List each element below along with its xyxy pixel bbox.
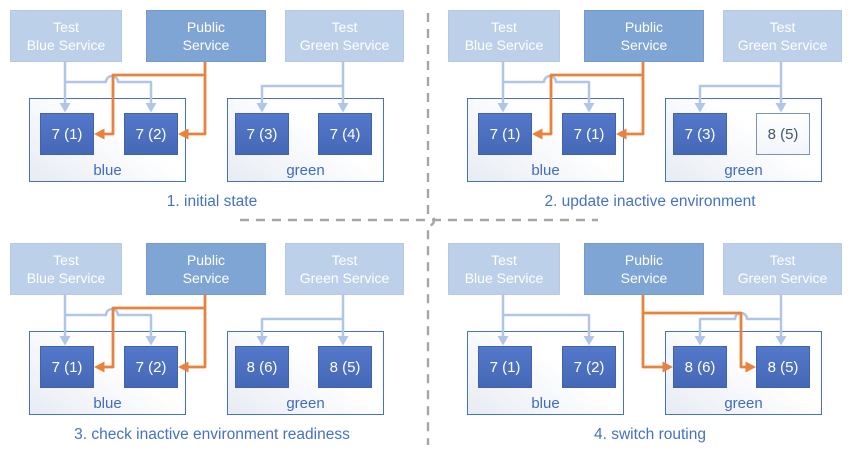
service-box-test-blue: Test Blue Service	[10, 10, 122, 62]
panel-caption: 4. switch routing	[594, 426, 706, 443]
pod: 7 (1)	[40, 346, 94, 388]
public-route-line	[188, 60, 207, 136]
service-box-test-green: Test Green Service	[285, 10, 404, 62]
service-label: Test	[331, 18, 358, 35]
service-label: Blue Service	[26, 270, 106, 286]
service-box-test-green: Test Green Service	[723, 10, 842, 62]
service-label: Public	[186, 251, 226, 268]
service-label: Test	[769, 18, 796, 35]
service-label: Green Service	[737, 270, 828, 286]
env-label-blue: blue	[93, 162, 122, 179]
public-route-line	[626, 60, 645, 136]
service-label: Test	[331, 251, 358, 268]
service-box-test-green: Test Green Service	[723, 243, 842, 295]
service-box-test-blue: Test Blue Service	[448, 10, 560, 62]
service-box-public: Public Service	[146, 243, 266, 295]
panel-update-inactive-environment: blue green Test Blue Service Public Serv…	[438, 0, 848, 223]
service-label: Service	[182, 37, 230, 53]
pod: 8 (6)	[673, 346, 727, 388]
service-label: Green Service	[299, 37, 390, 53]
service-box-public: Public Service	[584, 10, 704, 62]
service-label: Test	[491, 251, 517, 268]
env-label-green: green	[286, 395, 325, 412]
panel-initial-state: blue green Test Blue Service Public Serv…	[0, 0, 424, 223]
service-label: Blue Service	[26, 37, 106, 53]
panel-caption: 1. initial state	[166, 193, 258, 210]
env-label-green: green	[724, 162, 763, 179]
service-label: Test	[491, 18, 517, 35]
pod: 7 (1)	[562, 113, 616, 155]
service-box-test-blue: Test Blue Service	[10, 243, 122, 295]
service-box-public: Public Service	[146, 10, 266, 62]
panel-caption: 2. update inactive environment	[544, 193, 756, 210]
service-label: Blue Service	[464, 270, 544, 286]
pod: 7 (2)	[562, 346, 616, 388]
service-label: Test	[53, 251, 79, 268]
pod: 8 (6)	[235, 346, 289, 388]
env-label-blue: blue	[93, 395, 122, 412]
pod: 7 (2)	[124, 346, 178, 388]
panel-switch-routing: blue green Test Blue Service Public Serv…	[438, 233, 848, 456]
service-label: Blue Service	[464, 37, 544, 53]
panel-check-inactive-environment-readiness: blue green Test Blue Service Public Serv…	[0, 233, 424, 456]
env-label-green: green	[286, 162, 325, 179]
service-label: Public	[624, 18, 664, 35]
service-label: Public	[624, 251, 664, 268]
public-route-line	[188, 293, 207, 369]
service-label: Public	[186, 18, 226, 35]
public-route-line	[641, 293, 664, 369]
env-label-blue: blue	[531, 395, 560, 412]
service-box-test-blue: Test Blue Service	[448, 243, 560, 295]
service-label: Green Service	[299, 270, 390, 286]
pod: 7 (2)	[124, 113, 178, 155]
env-label-blue: blue	[531, 162, 560, 179]
service-label: Test	[53, 18, 79, 35]
pod: 8 (5)	[756, 113, 810, 155]
env-label-green: green	[724, 395, 763, 412]
panel-caption: 3. check inactive environment readiness	[74, 426, 350, 443]
service-label: Service	[182, 270, 230, 286]
service-box-public: Public Service	[584, 243, 704, 295]
vertical-divider-dashed-line	[426, 13, 436, 445]
service-label: Test	[769, 251, 796, 268]
pod: 8 (5)	[318, 346, 372, 388]
service-box-test-green: Test Green Service	[285, 243, 404, 295]
pod: 7 (3)	[673, 113, 727, 155]
service-label: Service	[620, 270, 668, 286]
pod: 7 (1)	[478, 346, 532, 388]
service-label: Service	[620, 37, 668, 53]
pod: 7 (4)	[318, 113, 372, 155]
service-label: Green Service	[737, 37, 828, 53]
pod: 7 (3)	[235, 113, 289, 155]
pod: 7 (1)	[40, 113, 94, 155]
pod: 7 (1)	[478, 113, 532, 155]
pod: 8 (5)	[756, 346, 810, 388]
